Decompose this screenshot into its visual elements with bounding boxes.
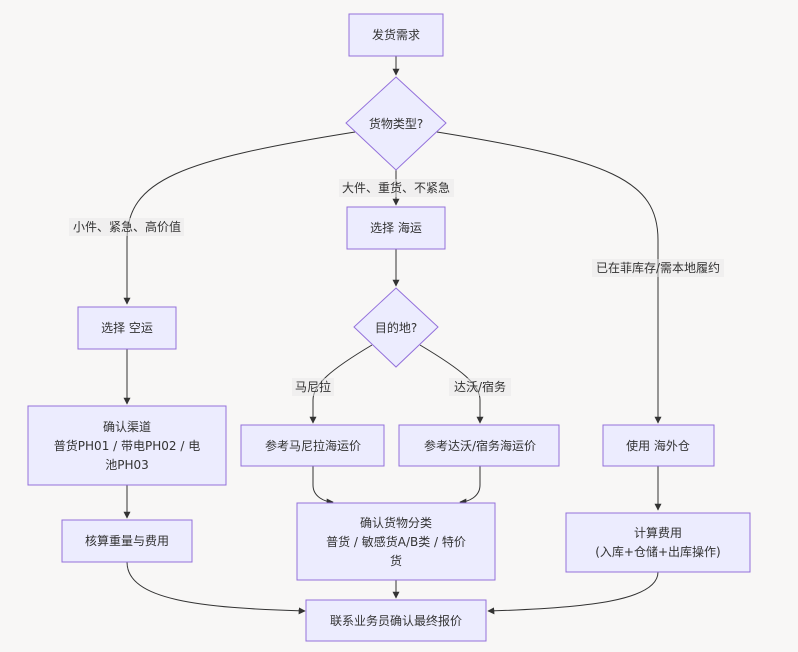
svg-text:参考达沃/宿务海运价: 参考达沃/宿务海运价 [424, 438, 536, 453]
svg-text:马尼拉: 马尼拉 [295, 379, 331, 394]
svg-text:目的地?: 目的地? [375, 320, 417, 335]
node-start[interactable]: 发货需求 [348, 13, 444, 57]
svg-text:(入库+仓储+出库操作): (入库+仓储+出库操作) [595, 544, 720, 559]
svg-text:核算重量与费用: 核算重量与费用 [85, 533, 169, 548]
node-channel[interactable]: 确认渠道 普货PH01 / 带电PH02 / 电 池PH03 [27, 405, 227, 486]
svg-text:使用 海外仓: 使用 海外仓 [626, 438, 690, 453]
svg-text:联系业务员确认最终报价: 联系业务员确认最终报价 [330, 613, 462, 628]
svg-text:大件、重货、不紧急: 大件、重货、不紧急 [342, 180, 450, 195]
decision-cargo-type[interactable]: 货物类型? [345, 76, 447, 171]
svg-text:达沃/宿务: 达沃/宿务 [454, 379, 506, 394]
edge-weight-to-final [126, 561, 306, 615]
svg-text:货: 货 [390, 553, 402, 568]
node-weight-cost[interactable]: 核算重量与费用 [61, 519, 193, 563]
svg-text:参考马尼拉海运价: 参考马尼拉海运价 [265, 438, 361, 453]
node-davao[interactable]: 参考达沃/宿务海运价 [398, 424, 560, 467]
edge-davao-to-classify [459, 466, 481, 506]
svg-text:发货需求: 发货需求 [372, 27, 420, 42]
svg-text:计算费用: 计算费用 [634, 525, 682, 540]
svg-text:小件、紧急、高价值: 小件、紧急、高价值 [73, 219, 181, 234]
svg-text:池PH03: 池PH03 [105, 458, 149, 472]
node-classify[interactable]: 确认货物分类 普货 / 敏感货A/B类 / 特价 货 [296, 502, 496, 581]
edge-labels: 小件、紧急、高价值 大件、重货、不紧急 已在菲库存/需本地履约 马尼拉 达沃/宿… [69, 179, 724, 396]
edge-label-davao: 达沃/宿务 [449, 378, 511, 396]
svg-text:普货 / 敏感货A/B类 / 特价: 普货 / 敏感货A/B类 / 特价 [326, 534, 466, 549]
edges [123, 56, 662, 615]
edge-calc-to-final [487, 571, 659, 615]
edge-label-warehouse: 已在菲库存/需本地履约 [592, 259, 724, 277]
svg-text:普货PH01 / 带电PH02 / 电: 普货PH01 / 带电PH02 / 电 [54, 438, 200, 453]
decision-destination[interactable]: 目的地? [353, 287, 439, 368]
edge-type-to-warehouse [436, 131, 662, 424]
svg-text:确认渠道: 确认渠道 [103, 420, 151, 434]
node-air[interactable]: 选择 空运 [77, 306, 177, 350]
svg-text:已在菲库存/需本地履约: 已在菲库存/需本地履约 [596, 260, 720, 275]
node-sea[interactable]: 选择 海运 [346, 206, 446, 250]
node-calc-fee[interactable]: 计算费用 (入库+仓储+出库操作) [565, 512, 751, 573]
edge-label-large: 大件、重货、不紧急 [339, 179, 454, 197]
svg-text:确认货物分类: 确认货物分类 [360, 515, 432, 530]
svg-text:选择 空运: 选择 空运 [101, 321, 153, 335]
svg-text:选择 海运: 选择 海运 [370, 220, 422, 235]
svg-text:货物类型?: 货物类型? [369, 116, 423, 131]
edge-label-manila: 马尼拉 [292, 378, 334, 396]
edge-label-small: 小件、紧急、高价值 [69, 218, 184, 236]
node-manila[interactable]: 参考马尼拉海运价 [240, 424, 385, 467]
node-overseas-warehouse[interactable]: 使用 海外仓 [602, 424, 715, 467]
node-final-quote[interactable]: 联系业务员确认最终报价 [305, 599, 487, 642]
edge-manila-to-classify [312, 466, 334, 506]
nodes: 发货需求 货物类型? 选择 空运 选择 海运 目的地? 确认渠道 普货PH01 … [27, 13, 751, 642]
